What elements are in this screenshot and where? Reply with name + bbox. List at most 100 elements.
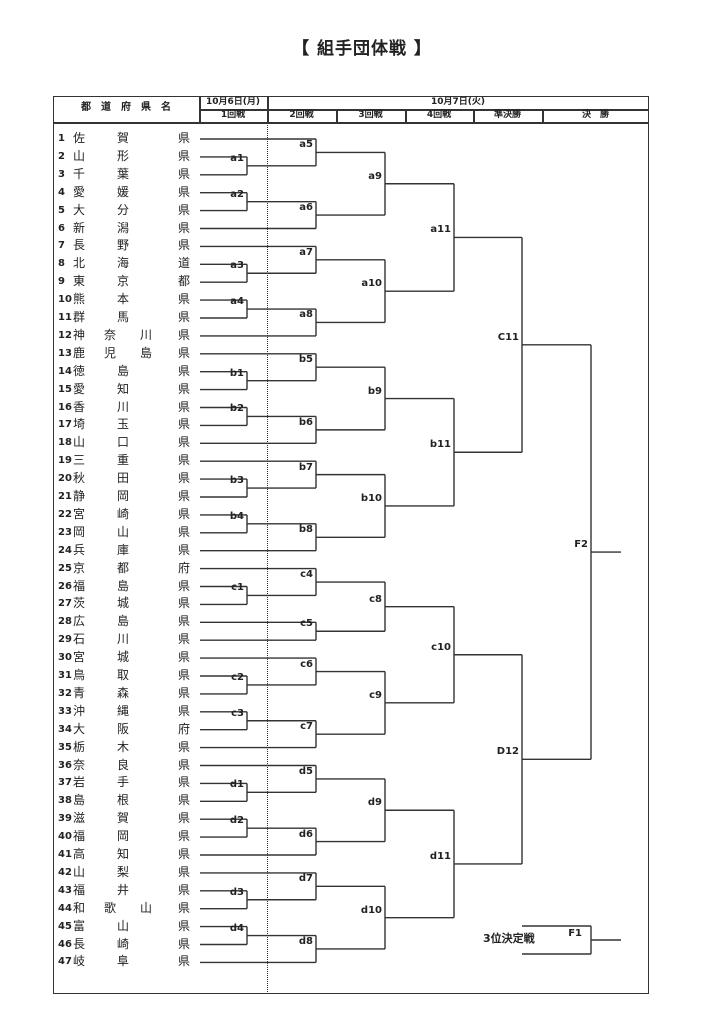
prefecture-name-char: 玉 [117, 417, 130, 432]
prefecture-name-char: 島 [117, 363, 130, 378]
prefecture-suffix: 県 [178, 506, 191, 521]
team-number: 7 [58, 240, 65, 252]
team-number: 9 [58, 276, 65, 288]
team-number: 3 [58, 168, 65, 180]
prefecture-name-char: 阪 [117, 721, 130, 736]
prefecture-suffix: 府 [178, 560, 191, 575]
team-number: 39 [58, 813, 72, 825]
prefecture-name-char: 歌 山 [104, 900, 153, 915]
prefecture-name-char: 賀 [117, 131, 130, 145]
round-3-header: 3回戦 [358, 110, 383, 120]
match-label-d4: d4 [229, 922, 244, 934]
team-number: 10 [58, 294, 72, 306]
round-4-header: 4回戦 [426, 110, 452, 120]
prefecture-name-char: 崎 [117, 506, 130, 521]
prefecture-name-char: 島 [73, 793, 86, 808]
prefecture-name-char: 田 [117, 471, 130, 486]
match-label-b5: b5 [298, 354, 313, 366]
match-label-a7: a7 [299, 246, 313, 258]
prefecture-column-header: 都 道 府 県 名 [81, 102, 171, 113]
team-number: 47 [58, 956, 72, 968]
prefecture-suffix: 県 [178, 310, 191, 324]
prefecture-name-char: 山 [117, 524, 130, 539]
team-number: 22 [58, 508, 72, 520]
match-label-F1: F1 [568, 928, 582, 939]
prefecture-name-char: 山 [73, 435, 86, 450]
prefecture-suffix: 県 [178, 345, 191, 360]
prefecture-name-char: 滋 [73, 811, 86, 826]
match-label-c7: c7 [300, 721, 313, 733]
prefecture-name-char: 栃 [73, 739, 86, 754]
prefecture-suffix: 都 [178, 274, 191, 289]
prefecture-name-char: 城 [117, 650, 130, 665]
match-label-a4: a4 [230, 296, 244, 308]
prefecture-name-char: 城 [117, 596, 130, 611]
team-number: 34 [58, 723, 72, 735]
prefecture-name-char: 高 [73, 847, 86, 861]
prefecture-suffix: 県 [178, 668, 191, 682]
prefecture-name-char: 野 [117, 238, 130, 253]
prefecture-suffix: 県 [178, 489, 191, 503]
third-place-label: 3位決定戦 [483, 932, 535, 945]
prefecture-suffix: 県 [178, 542, 191, 557]
prefecture-name-char: 井 [117, 882, 130, 897]
prefecture-name-char: 森 [117, 685, 130, 700]
team-number: 45 [58, 920, 72, 932]
prefecture-suffix: 県 [178, 381, 191, 396]
prefecture-suffix: 県 [178, 578, 191, 593]
match-label-a6: a6 [299, 202, 313, 214]
prefecture-name-char: 縄 [117, 703, 130, 718]
prefecture-name-char: 島 [117, 614, 130, 629]
match-label-d9: d9 [367, 797, 382, 809]
prefecture-suffix: 県 [178, 936, 191, 951]
prefecture-suffix: 県 [178, 793, 191, 808]
header-vline [542, 109, 544, 123]
match-label-b11: b11 [429, 439, 451, 451]
prefecture-name-char: 島 [117, 578, 130, 593]
prefecture-name-char: 岡 [117, 489, 130, 503]
page-title: 【 組手団体戦 】 [292, 39, 432, 59]
prefecture-name-char: 庫 [117, 542, 130, 557]
match-label-c5: c5 [300, 618, 313, 630]
prefecture-name-char: 福 [73, 829, 86, 844]
team-number: 12 [58, 329, 72, 341]
team-number: 13 [58, 347, 72, 359]
prefecture-suffix: 県 [178, 202, 191, 217]
prefecture-name-char: 富 [73, 918, 86, 933]
match-label-a1: a1 [230, 152, 244, 164]
match-label-c6: c6 [300, 658, 313, 670]
final-header: 決 勝 [581, 110, 609, 120]
prefecture-suffix: 道 [178, 256, 191, 271]
team-number: 35 [58, 741, 72, 753]
team-number: 41 [58, 849, 72, 860]
prefecture-name-char: 馬 [117, 310, 130, 324]
semifinal-header: 準決勝 [493, 110, 521, 120]
prefecture-suffix: 県 [178, 739, 191, 754]
prefecture-name-char: 長 [73, 238, 86, 253]
prefecture-name-char: 崎 [117, 936, 130, 951]
prefecture-name-char: 阜 [117, 954, 130, 969]
team-number: 19 [58, 455, 72, 467]
prefecture-name-char: 新 [73, 220, 86, 235]
prefecture-name-char: 香 [73, 399, 86, 414]
prefecture-name-char: 岡 [117, 829, 130, 844]
prefecture-name-char: 佐 [73, 131, 86, 145]
prefecture-suffix: 県 [178, 131, 191, 145]
bracket-frame [53, 96, 649, 994]
match-label-b3: b3 [229, 475, 244, 487]
prefecture-name-char: 分 [117, 202, 130, 217]
team-number: 14 [58, 365, 72, 377]
header-vline [267, 96, 269, 123]
team-number: 37 [58, 777, 72, 789]
prefecture-name-char: 知 [117, 847, 130, 861]
header-vline [336, 109, 338, 123]
team-number: 16 [58, 401, 72, 413]
prefecture-name-char: 大 [73, 721, 86, 736]
match-label-C11: C11 [497, 331, 519, 343]
match-label-b2: b2 [229, 403, 244, 415]
prefecture-name-char: 長 [73, 936, 86, 951]
prefecture-suffix: 県 [178, 363, 191, 378]
prefecture-name-char: 梨 [117, 864, 130, 879]
prefecture-name-char: 潟 [117, 220, 130, 235]
